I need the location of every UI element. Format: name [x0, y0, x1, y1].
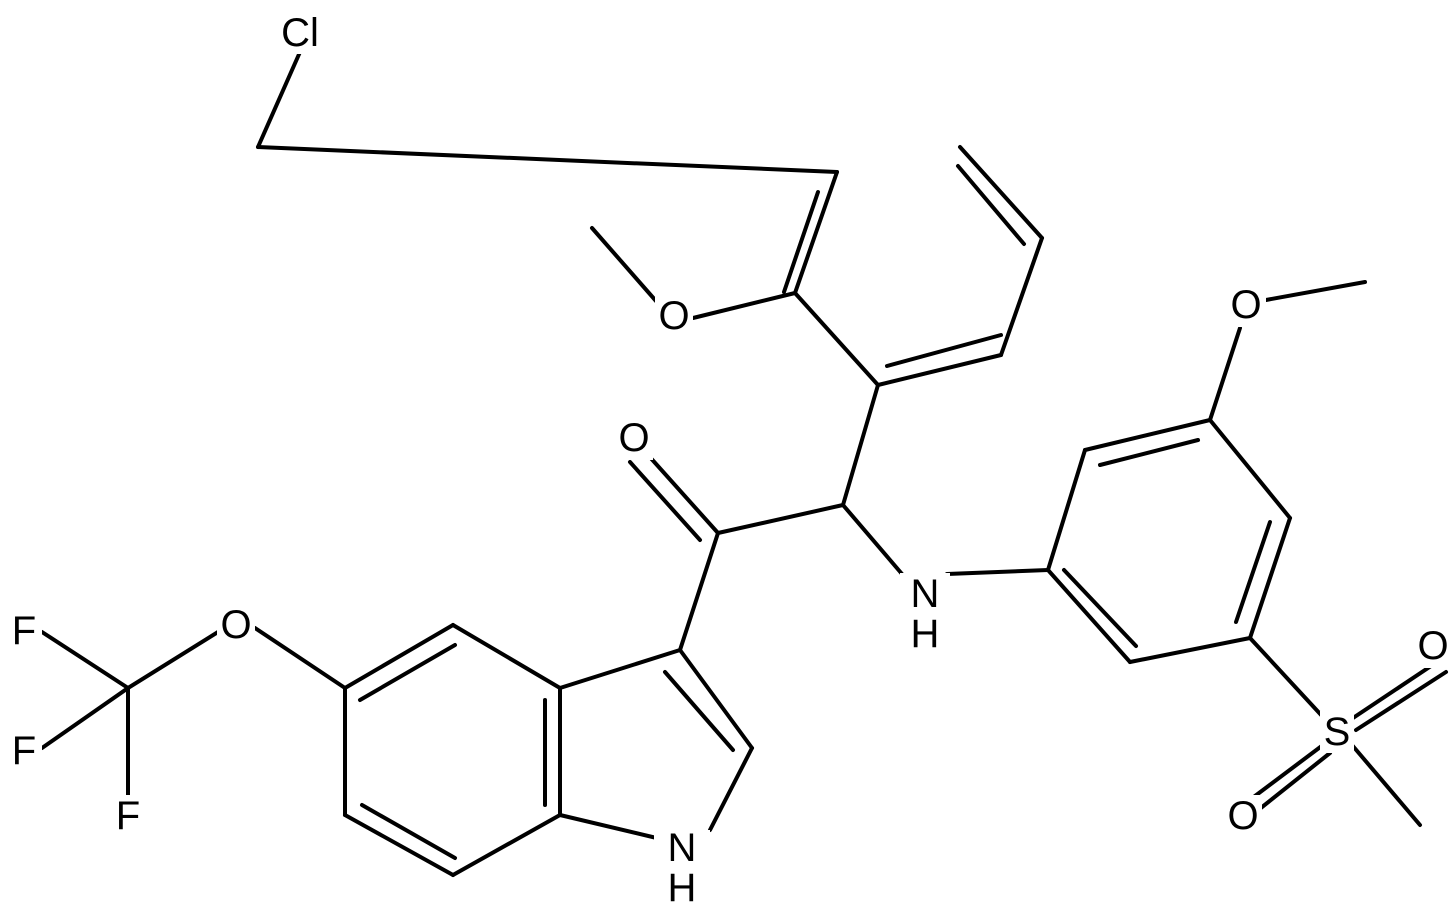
bond-line [40, 686, 130, 750]
bond-line [1083, 418, 1212, 452]
atom-o-text: O [618, 416, 649, 460]
atom-f-text: F [12, 729, 36, 773]
bond-line [360, 803, 457, 860]
atom-o-text: O [1227, 794, 1258, 838]
atom-label-o-carbonyl: O [615, 416, 653, 460]
bond-line [256, 50, 302, 149]
bond-line [691, 291, 797, 320]
atom-o-text: O [220, 603, 251, 647]
atom-o-text: O [658, 294, 689, 338]
atom-label-cl: Cl [278, 10, 336, 55]
bond-line [451, 813, 562, 877]
atom-f-text: F [12, 609, 36, 653]
bond-line [793, 170, 839, 295]
atom-label-f-3: F [112, 794, 146, 838]
atom-o-text: O [1230, 283, 1261, 327]
atom-label-o-sulfonyl-2: O [1224, 794, 1262, 838]
atom-label-o-methoxy-1: O [655, 294, 693, 338]
bond-line [663, 670, 735, 752]
bond-line [1248, 516, 1292, 640]
bond-line [1250, 751, 1332, 817]
bond-line [1348, 658, 1442, 722]
bond-line [1354, 670, 1448, 732]
atom-nh-text: NH [903, 572, 947, 652]
bond-line [558, 648, 682, 690]
bond-line [678, 531, 720, 652]
bond-line [558, 813, 667, 842]
atom-label-f-1: F [8, 609, 42, 653]
atom-labels-layer: Cl O O O NH O F F [8, 10, 1452, 906]
bond-line [716, 503, 845, 535]
atom-s-text: S [1324, 710, 1351, 754]
bond-line [1046, 568, 1132, 664]
atom-nh-text: NH [660, 826, 704, 906]
atom-label-o-methoxy-2: O [1228, 283, 1266, 327]
bond-line [646, 453, 720, 535]
bond-line [1046, 448, 1087, 572]
bond-line [126, 630, 220, 690]
bond-line [40, 630, 130, 690]
atom-label-nh-amine: NH [900, 572, 950, 653]
bond-line [956, 164, 1026, 246]
bond-line [1208, 418, 1292, 520]
atom-label-nh-indole: NH [654, 826, 710, 906]
bond-line [1350, 743, 1422, 827]
bond-line [841, 503, 904, 576]
bond-line [708, 746, 754, 832]
bond-line [782, 190, 820, 294]
bond-line [958, 145, 1044, 240]
bond-line [1098, 438, 1200, 467]
bond-line [256, 145, 839, 174]
bond-line [876, 353, 1003, 387]
bond-line [945, 568, 1050, 576]
bond-line [678, 648, 754, 750]
bond-line [999, 236, 1044, 357]
bond-line [358, 643, 457, 702]
bond-line [1062, 568, 1138, 648]
atom-label-s: S [1320, 710, 1354, 754]
bond-line [885, 333, 1003, 368]
atom-label-o-sulfonyl-1: O [1414, 624, 1452, 668]
atom-label-f-2: F [8, 729, 42, 773]
bond-line [841, 383, 880, 507]
bond-line [253, 626, 347, 690]
bond-line [1128, 636, 1252, 664]
bond-line [1264, 280, 1367, 302]
atom-label-o-ocf3: O [217, 603, 255, 647]
bond-line [590, 226, 658, 303]
atom-o-text: O [1417, 624, 1448, 668]
bond-line [451, 623, 562, 690]
atom-f-text: F [116, 794, 140, 838]
bond-line [793, 291, 880, 387]
bond-line [1248, 636, 1325, 719]
bond-line [343, 813, 455, 877]
bond-line [1208, 326, 1242, 422]
bond-line [343, 623, 455, 690]
bonds-layer [40, 50, 1448, 877]
atom-cl-text: Cl [281, 11, 319, 55]
bond-line [628, 460, 702, 542]
bond-line [1234, 520, 1272, 624]
